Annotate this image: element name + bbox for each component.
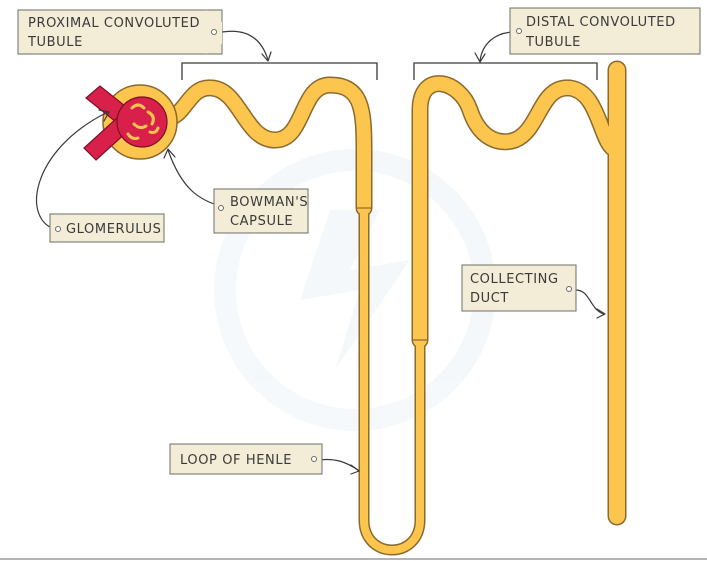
label-text: GLOMERULUS bbox=[66, 222, 161, 237]
label-text: DISTAL CONVOLUTED bbox=[526, 15, 676, 30]
distal-tubule bbox=[413, 76, 623, 347]
label-bowmans-capsule: BOWMAN'S CAPSULE bbox=[213, 188, 309, 234]
glomerulus bbox=[83, 85, 168, 161]
label-text: TUBULE bbox=[27, 35, 83, 50]
nephron-tubule bbox=[156, 60, 627, 556]
label-loop-of-henle: LOOP OF HENLE bbox=[169, 443, 323, 475]
bowmans-arrow bbox=[167, 149, 221, 207]
proximal-tubule bbox=[158, 78, 371, 215]
label-text: DUCT bbox=[470, 291, 509, 306]
glomerulus-arrow bbox=[36, 111, 109, 231]
label-text: BOWMAN'S bbox=[230, 195, 308, 210]
label-text: COLLECTING bbox=[470, 272, 559, 287]
loop-arrow bbox=[317, 458, 359, 471]
label-distal-convoluted-tubule: DISTAL CONVOLUTED TUBULE bbox=[509, 7, 701, 55]
label-text: TUBULE bbox=[525, 35, 581, 50]
label-text: LOOP OF HENLE bbox=[180, 453, 292, 468]
proximal-bracket bbox=[181, 62, 378, 80]
loop-of-henle bbox=[360, 204, 424, 554]
label-text: CAPSULE bbox=[230, 214, 293, 229]
distal-bracket bbox=[413, 62, 598, 80]
label-proximal-convoluted-tubule: PROXIMAL CONVOLUTED TUBULE bbox=[17, 9, 223, 55]
proximal-arrow bbox=[221, 30, 269, 61]
label-glomerulus: GLOMERULUS bbox=[49, 213, 165, 243]
label-text: PROXIMAL CONVOLUTED bbox=[28, 16, 200, 31]
collecting-arrow bbox=[575, 289, 605, 315]
label-collecting-duct: COLLECTING DUCT bbox=[461, 264, 577, 312]
